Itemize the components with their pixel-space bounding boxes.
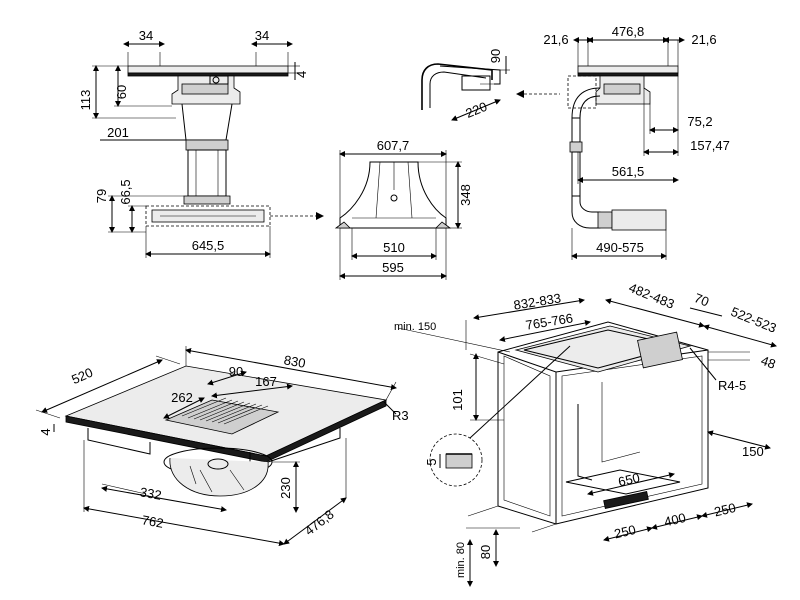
dim-520: 520 [69, 365, 95, 388]
dim-90: 90 [488, 49, 503, 63]
dim-79: 79 [94, 189, 109, 203]
hood-side-view: 34 34 4 113 60 201 79 66,5 645,5 [78, 28, 324, 258]
hood-front-view: 607,7 348 510 595 [334, 138, 473, 280]
dim-220: 220 [463, 99, 489, 121]
dim-482-483: 482-483 [627, 280, 677, 312]
dim-min-150: min. 150 [394, 321, 436, 333]
dim-832-833: 832-833 [513, 290, 562, 312]
dim-r3: R3 [392, 408, 409, 423]
dim-250-left: 250 [613, 522, 638, 541]
dim-201: 201 [107, 125, 129, 140]
dim-476-8-top: 476,8 [612, 24, 645, 39]
dim-80: 80 [478, 545, 493, 559]
dim-595: 595 [382, 260, 404, 275]
dim-650: 650 [617, 470, 642, 489]
dim-150-right: 150 [742, 444, 764, 459]
dim-90-hob: 90 [229, 364, 243, 379]
dim-min-80: min. 80 [455, 542, 467, 578]
dim-400: 400 [663, 510, 688, 529]
hood-elbow-side-view: 21,6 476,8 21,6 75,2 157,47 561,5 490-57… [543, 24, 730, 260]
dim-75-2: 75,2 [687, 114, 712, 129]
dim-167: 167 [255, 374, 277, 389]
dim-34-left: 34 [139, 28, 153, 43]
dim-66-5: 66,5 [118, 179, 133, 204]
cabinet-installation-view: 5 min. 150 832-833 765-766 482-483 70 52… [394, 280, 779, 587]
dim-510: 510 [383, 240, 405, 255]
dim-522-523: 522-523 [729, 304, 779, 336]
dim-490-575: 490-575 [596, 240, 644, 255]
dim-34-right: 34 [255, 28, 269, 43]
dim-21-6-right: 21,6 [691, 32, 716, 47]
dim-4-top: 4 [294, 71, 309, 78]
dim-r4-5: R4-5 [718, 378, 746, 393]
dim-101: 101 [450, 389, 465, 411]
dim-645-5: 645,5 [192, 238, 225, 253]
dim-250-right: 250 [713, 500, 738, 519]
dim-762: 762 [141, 512, 165, 531]
dim-21-6-left: 21,6 [543, 32, 568, 47]
duct-elbow-view: 90 220 [421, 49, 560, 121]
dim-830: 830 [283, 352, 307, 371]
dim-70: 70 [692, 290, 711, 309]
dim-157-47: 157,47 [690, 138, 730, 153]
dim-262: 262 [171, 390, 193, 405]
dim-5: 5 [424, 458, 439, 465]
dim-332: 332 [139, 484, 163, 503]
dim-60: 60 [114, 85, 129, 99]
dim-561-5: 561,5 [612, 164, 645, 179]
hob-isometric-view: 520 830 90 167 262 R3 4 332 230 762 476,… [35, 346, 409, 547]
dim-765-766: 765-766 [525, 310, 574, 332]
dim-230: 230 [278, 477, 293, 499]
dim-348: 348 [458, 184, 473, 206]
dim-607-7: 607,7 [377, 138, 410, 153]
dim-48: 48 [759, 353, 778, 372]
dim-4-hob: 4 [38, 428, 53, 435]
dim-476-8-hob: 476,8 [302, 507, 337, 539]
dim-113: 113 [78, 90, 93, 111]
